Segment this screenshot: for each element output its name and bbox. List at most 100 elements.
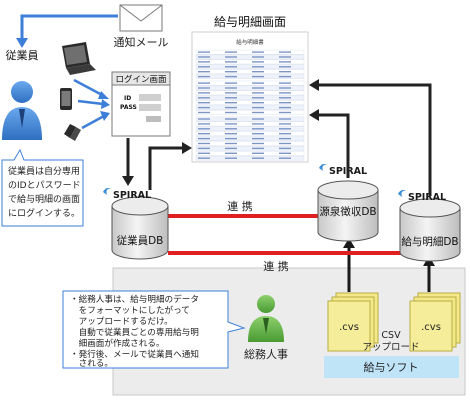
payslip-table-cell	[279, 142, 291, 145]
svg-text:SPIRAL: SPIRAL	[113, 190, 151, 201]
payslip-table-row	[195, 110, 305, 115]
login-button	[146, 116, 161, 122]
payslip-table-row	[195, 146, 305, 151]
payslip-table-cell	[279, 128, 291, 130]
payslip-table-cell	[225, 87, 237, 89]
payslip-table-cell	[252, 142, 264, 145]
payslip-table-cell	[198, 157, 210, 159]
payslip-table-cell	[198, 152, 210, 154]
payslip-table-cell	[279, 102, 291, 104]
link-label-lower: 連 携	[263, 259, 289, 273]
payslip-table-cell	[252, 97, 264, 99]
payslip-table-cell	[279, 87, 291, 89]
payslip-table-row	[195, 64, 305, 70]
software-label: 給与ソフト	[364, 360, 419, 374]
payslip-table-cell	[252, 152, 264, 154]
svg-text:SPIRAL: SPIRAL	[408, 192, 446, 203]
payslip-table-cell	[279, 97, 291, 99]
payslip-table-cell	[198, 106, 210, 109]
arrow-phone-to-login	[77, 99, 104, 106]
payslip-table-cell	[252, 133, 264, 135]
payslip-table-cell	[198, 137, 210, 140]
payslip-table-cell	[279, 82, 291, 84]
payslip-table-cell	[225, 97, 237, 99]
payslip-doc-title: 給与明細書	[236, 38, 264, 46]
payslip-table-cell	[279, 118, 291, 120]
spiral-logo-tax: SPIRAL	[319, 164, 367, 177]
payslip-table-cell	[198, 133, 210, 135]
hr-person-icon	[248, 295, 284, 342]
payslip-table-cell	[252, 61, 264, 63]
login-screen: ログイン画面 ID PASS	[111, 71, 171, 137]
payslip-screen-title: 給与明細画面	[214, 15, 286, 29]
payslip-table-cell	[252, 111, 264, 114]
payslip-table-row	[195, 59, 305, 65]
payslip-table-row	[195, 90, 305, 96]
payslip-table-cell	[198, 97, 210, 99]
payslip-table-cell	[252, 123, 264, 125]
employee-note-bubble	[1, 148, 84, 227]
payslip-table-cell	[198, 123, 210, 125]
spiral-logo-employee: SPIRAL	[103, 188, 151, 201]
login-pass-label: PASS	[120, 104, 137, 111]
payslip-table-cell	[225, 128, 237, 130]
login-pass-field	[139, 104, 161, 111]
payslip-table-row	[195, 95, 305, 101]
payslip-table	[195, 49, 305, 161]
hr-note-bubble	[62, 290, 246, 369]
payslip-table-cell	[225, 71, 237, 73]
link-label-upper: 連 携	[227, 199, 253, 213]
payslip-table-cell	[225, 111, 237, 114]
payslip-table-cell	[198, 56, 210, 58]
payslip-db-label: 給与明細DB	[401, 235, 458, 248]
payslip-table-row	[195, 74, 305, 79]
hr-label: 総務人事	[244, 347, 288, 361]
payslip-table-cell	[252, 87, 264, 89]
payslip-table-cell	[252, 147, 264, 150]
payslip-db	[399, 198, 461, 262]
payslip-table-cell	[279, 71, 291, 73]
payslip-table-row	[195, 136, 305, 141]
payslip-table-cell	[252, 75, 264, 78]
payslip-table-cell	[279, 92, 291, 94]
login-id-label: ID	[124, 95, 131, 102]
payslip-table-cell	[252, 157, 264, 159]
payslip-table-cell	[252, 92, 264, 94]
payslip-table-row	[195, 80, 305, 86]
payslip-table-cell	[279, 123, 291, 125]
csv-file-label-left: .cvs	[339, 322, 359, 333]
payslip-table-cell	[252, 102, 264, 104]
payslip-table-cell	[252, 82, 264, 84]
csv-stack-right: .cvs	[409, 292, 461, 352]
payslip-table-cell	[225, 118, 237, 120]
payslip-table-cell	[198, 61, 210, 63]
payslip-table-cell	[225, 75, 237, 78]
payslip-table-cell	[252, 51, 264, 53]
payslip-table-cell	[225, 123, 237, 125]
payslip-table-row	[195, 100, 305, 105]
payslip-table-cell	[279, 111, 291, 114]
payslip-table-cell	[279, 75, 291, 78]
payslip-table-cell	[225, 102, 237, 104]
payslip-table-cell	[225, 56, 237, 58]
hr-note-text: ・総務人事は、給与明細のデータ をフォーマットにしたがって アップロードするだけ…	[70, 293, 202, 369]
software-bar	[324, 356, 459, 378]
payslip-table-cell	[198, 118, 210, 120]
spiral-logo-payslip: SPIRAL	[398, 190, 446, 203]
arrow-payslipdb-to-payslip	[318, 83, 432, 196]
smartphone-icon	[60, 88, 72, 110]
payslip-table-cell	[225, 51, 237, 53]
payslip-table-row	[195, 69, 305, 74]
payslip-table-row	[195, 85, 305, 91]
payslip-table-cell	[279, 133, 291, 135]
arrow-tax-to-payslip	[318, 113, 350, 178]
payslip-table-cell	[252, 71, 264, 73]
payslip-table-cell	[252, 137, 264, 140]
payslip-table-cell	[279, 51, 291, 53]
mail-envelope-icon	[119, 4, 163, 32]
payslip-table-cell	[198, 111, 210, 114]
payslip-table-cell	[279, 157, 291, 159]
payslip-table-cell	[198, 51, 210, 53]
arrow-flip-to-login	[81, 114, 105, 130]
